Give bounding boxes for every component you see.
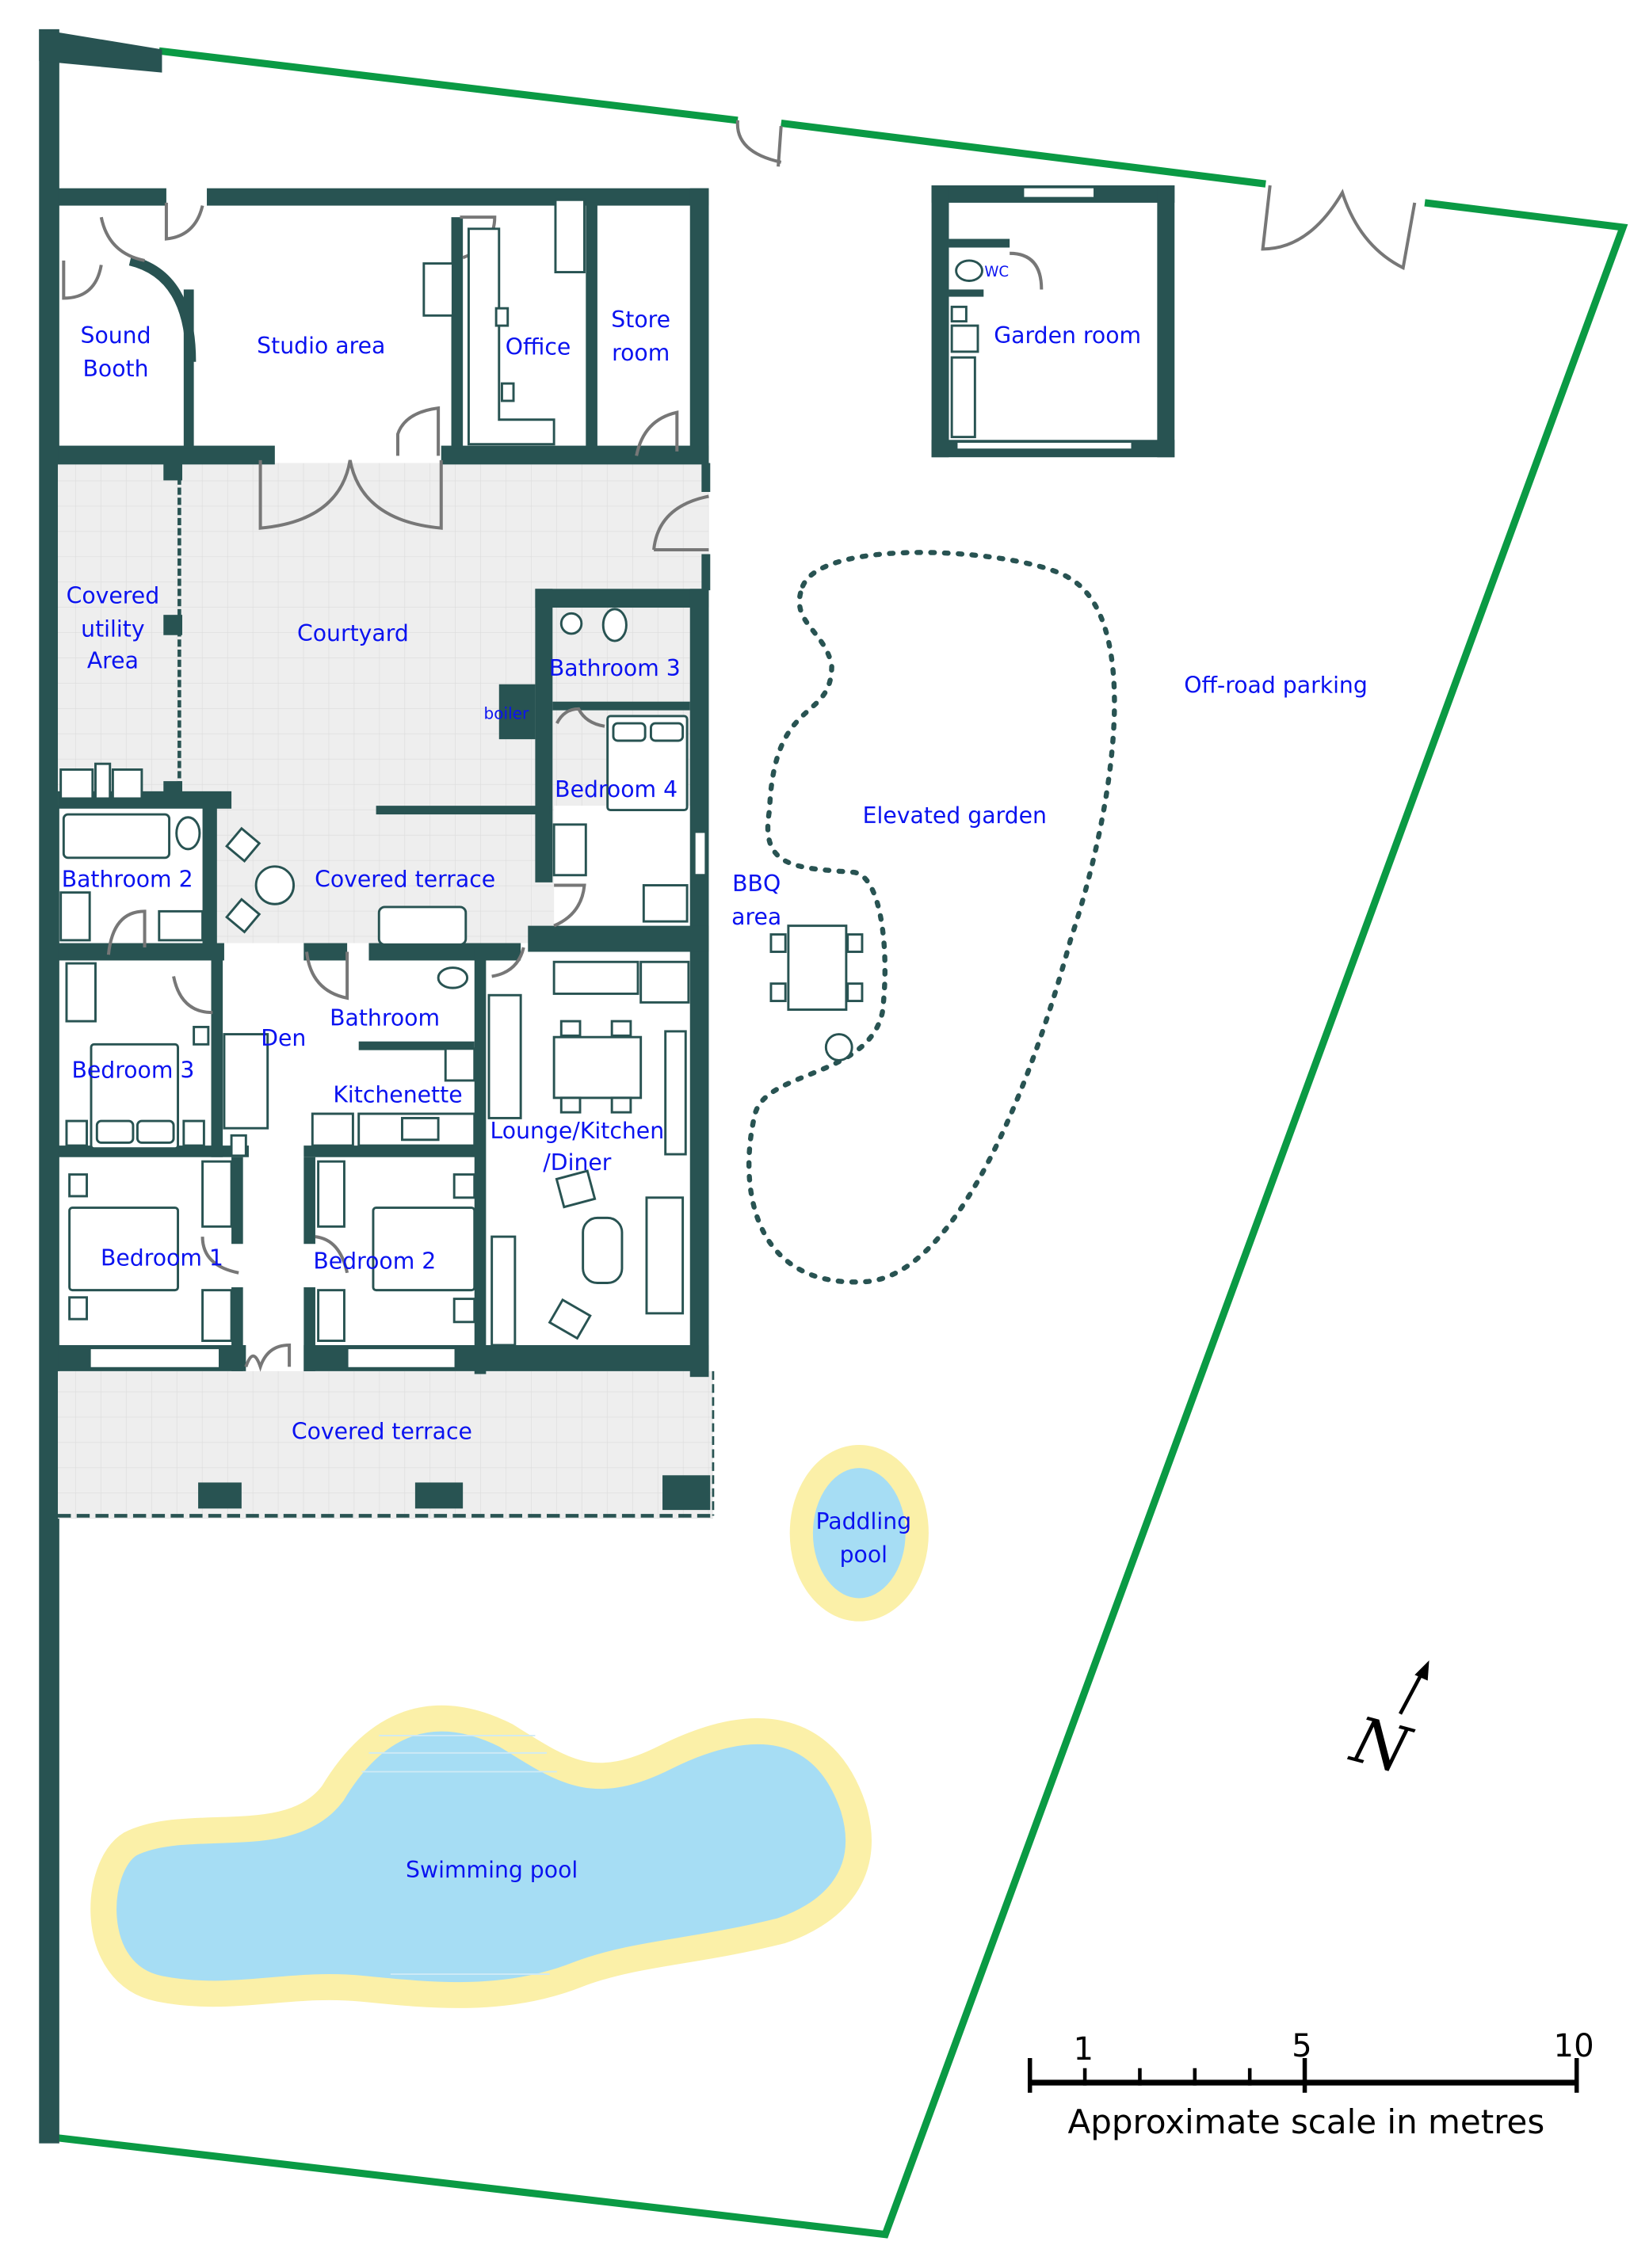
label-kitchenette: Kitchenette xyxy=(333,1081,462,1107)
bbq-table xyxy=(769,924,864,1062)
north-label: N xyxy=(1342,1702,1419,1789)
scale-tick-1: 1 xyxy=(1073,2031,1094,2068)
north-arrow-icon: N xyxy=(1342,1660,1430,1789)
scale-tick-5: 5 xyxy=(1292,2028,1312,2064)
label-bedroom-4: Bedroom 4 xyxy=(555,776,678,802)
label-covered-terrace-top: Covered terrace xyxy=(315,866,495,892)
scale-bar: 1 5 10 Approximate scale in metres xyxy=(1027,2028,1594,2141)
elevated-garden-outline xyxy=(746,550,1117,1285)
covered-terrace-floor xyxy=(58,1370,713,1519)
site-boundary xyxy=(39,29,1628,2239)
paddling-pool xyxy=(789,1444,929,1622)
label-covered-terrace-bottom: Covered terrace xyxy=(292,1419,472,1445)
label-elevated-garden: Elevated garden xyxy=(863,802,1047,829)
label-bathroom-2: Bathroom 2 xyxy=(62,866,193,892)
label-courtyard: Courtyard xyxy=(297,620,409,646)
label-office: Office xyxy=(506,334,571,360)
label-bedroom-2: Bedroom 2 xyxy=(313,1248,436,1274)
pool-lanes xyxy=(361,1734,557,1975)
label-swimming-pool: Swimming pool xyxy=(406,1857,578,1883)
furniture xyxy=(59,198,708,1370)
garden-room xyxy=(931,185,1175,458)
label-garden-room: Garden room xyxy=(994,322,1141,349)
doors xyxy=(62,202,709,1372)
label-bathroom-3: Bathroom 3 xyxy=(549,655,681,681)
label-den: Den xyxy=(261,1025,306,1051)
swimming-pool xyxy=(90,1705,872,2008)
scale-tick-10: 10 xyxy=(1554,2028,1594,2064)
label-bedroom-3: Bedroom 3 xyxy=(71,1057,194,1083)
label-off-road-parking: Off-road parking xyxy=(1184,673,1368,699)
label-bedroom-1: Bedroom 1 xyxy=(101,1245,223,1271)
label-boiler: boiler xyxy=(484,704,530,723)
label-wc: WC xyxy=(984,264,1009,280)
scale-caption: Approximate scale in metres xyxy=(1068,2102,1545,2141)
label-bathroom: Bathroom xyxy=(330,1005,440,1031)
label-lounge-kitchen-diner: Lounge/Kitchen/Diner xyxy=(491,1118,665,1176)
label-studio: Studio area xyxy=(257,333,385,359)
